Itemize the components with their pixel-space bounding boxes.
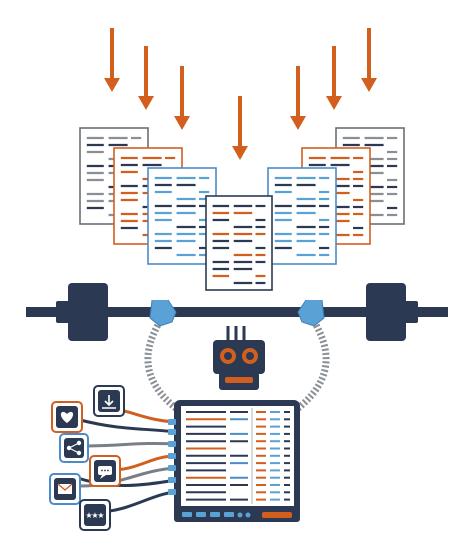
document-3	[147, 167, 217, 265]
cable-3	[83, 441, 177, 448]
arrow-head	[104, 78, 120, 92]
robot-arms	[144, 299, 330, 413]
mail-icon	[49, 473, 81, 505]
robot-screen-lines	[186, 408, 290, 504]
base-indicator-1	[237, 512, 243, 518]
share-icon	[59, 433, 89, 463]
arrow-head	[290, 116, 306, 130]
arrow-3	[174, 66, 190, 130]
star-glyph: ★	[97, 511, 104, 520]
cable-7	[71, 474, 177, 487]
robot-mouth	[225, 377, 253, 383]
arrow-head	[361, 78, 377, 92]
incoming-data-arrows	[104, 28, 377, 160]
download-glyph	[102, 395, 116, 409]
cable-plug-5	[168, 465, 176, 471]
barbell-plate-left	[68, 283, 108, 341]
chat-dot	[101, 469, 103, 472]
cable-plug-4	[168, 453, 176, 459]
mail-envelope	[58, 484, 72, 494]
base-button-4	[224, 512, 234, 517]
document-page	[205, 195, 273, 291]
base-button-1	[182, 512, 192, 517]
chat-tail	[100, 475, 106, 479]
robot-claw-right	[297, 299, 325, 327]
star-glyph: ★	[91, 511, 98, 520]
barbell-bar	[26, 307, 448, 317]
cable-plug-2	[168, 429, 176, 435]
mail-flap	[57, 483, 73, 491]
arrow-5	[290, 66, 306, 130]
share-links	[68, 442, 80, 454]
document-7	[205, 195, 273, 291]
arrow-4	[232, 96, 248, 160]
download-icon	[93, 385, 125, 417]
arrow-head	[232, 146, 248, 160]
robot-base-buttons	[182, 512, 292, 518]
barbell-collar-right	[404, 301, 418, 323]
document-stack	[79, 127, 405, 291]
robot-body-base	[174, 508, 300, 522]
social-icons: ★★★	[49, 385, 125, 531]
base-indicator-2	[245, 512, 251, 518]
arrow-head	[174, 116, 190, 130]
base-slider	[262, 512, 292, 518]
icon-tile	[84, 504, 106, 526]
cable-2	[79, 418, 177, 434]
robot-claw-left	[149, 299, 177, 327]
star-glyph: ★	[85, 511, 92, 520]
chat-dot	[104, 469, 106, 472]
barbell-plate-right	[366, 283, 406, 341]
cable-plug-7	[168, 477, 176, 483]
barbell	[26, 283, 448, 341]
arrow-head	[138, 96, 154, 110]
arrow-2	[138, 46, 154, 110]
cable-plug-1	[168, 419, 176, 425]
chat-icon	[89, 455, 121, 487]
heart-icon	[51, 401, 83, 433]
arrow-7	[361, 28, 377, 92]
robot-body	[174, 400, 300, 522]
robot-head	[213, 326, 265, 390]
barbell-collar-left	[56, 301, 70, 323]
base-button-2	[196, 512, 206, 517]
cable-plug-3	[168, 441, 176, 447]
arrow-1	[104, 28, 120, 92]
robot-arm-left	[144, 316, 181, 413]
document-page	[267, 167, 337, 265]
stars-icon: ★★★	[79, 499, 111, 531]
arrow-head	[326, 96, 342, 110]
arrow-6	[326, 46, 342, 110]
chat-dot	[107, 469, 109, 472]
robot-arm-right	[293, 316, 330, 413]
cable-plug-6	[168, 489, 176, 495]
heart-glyph	[60, 411, 74, 423]
document-6	[267, 167, 337, 265]
base-button-3	[210, 512, 220, 517]
